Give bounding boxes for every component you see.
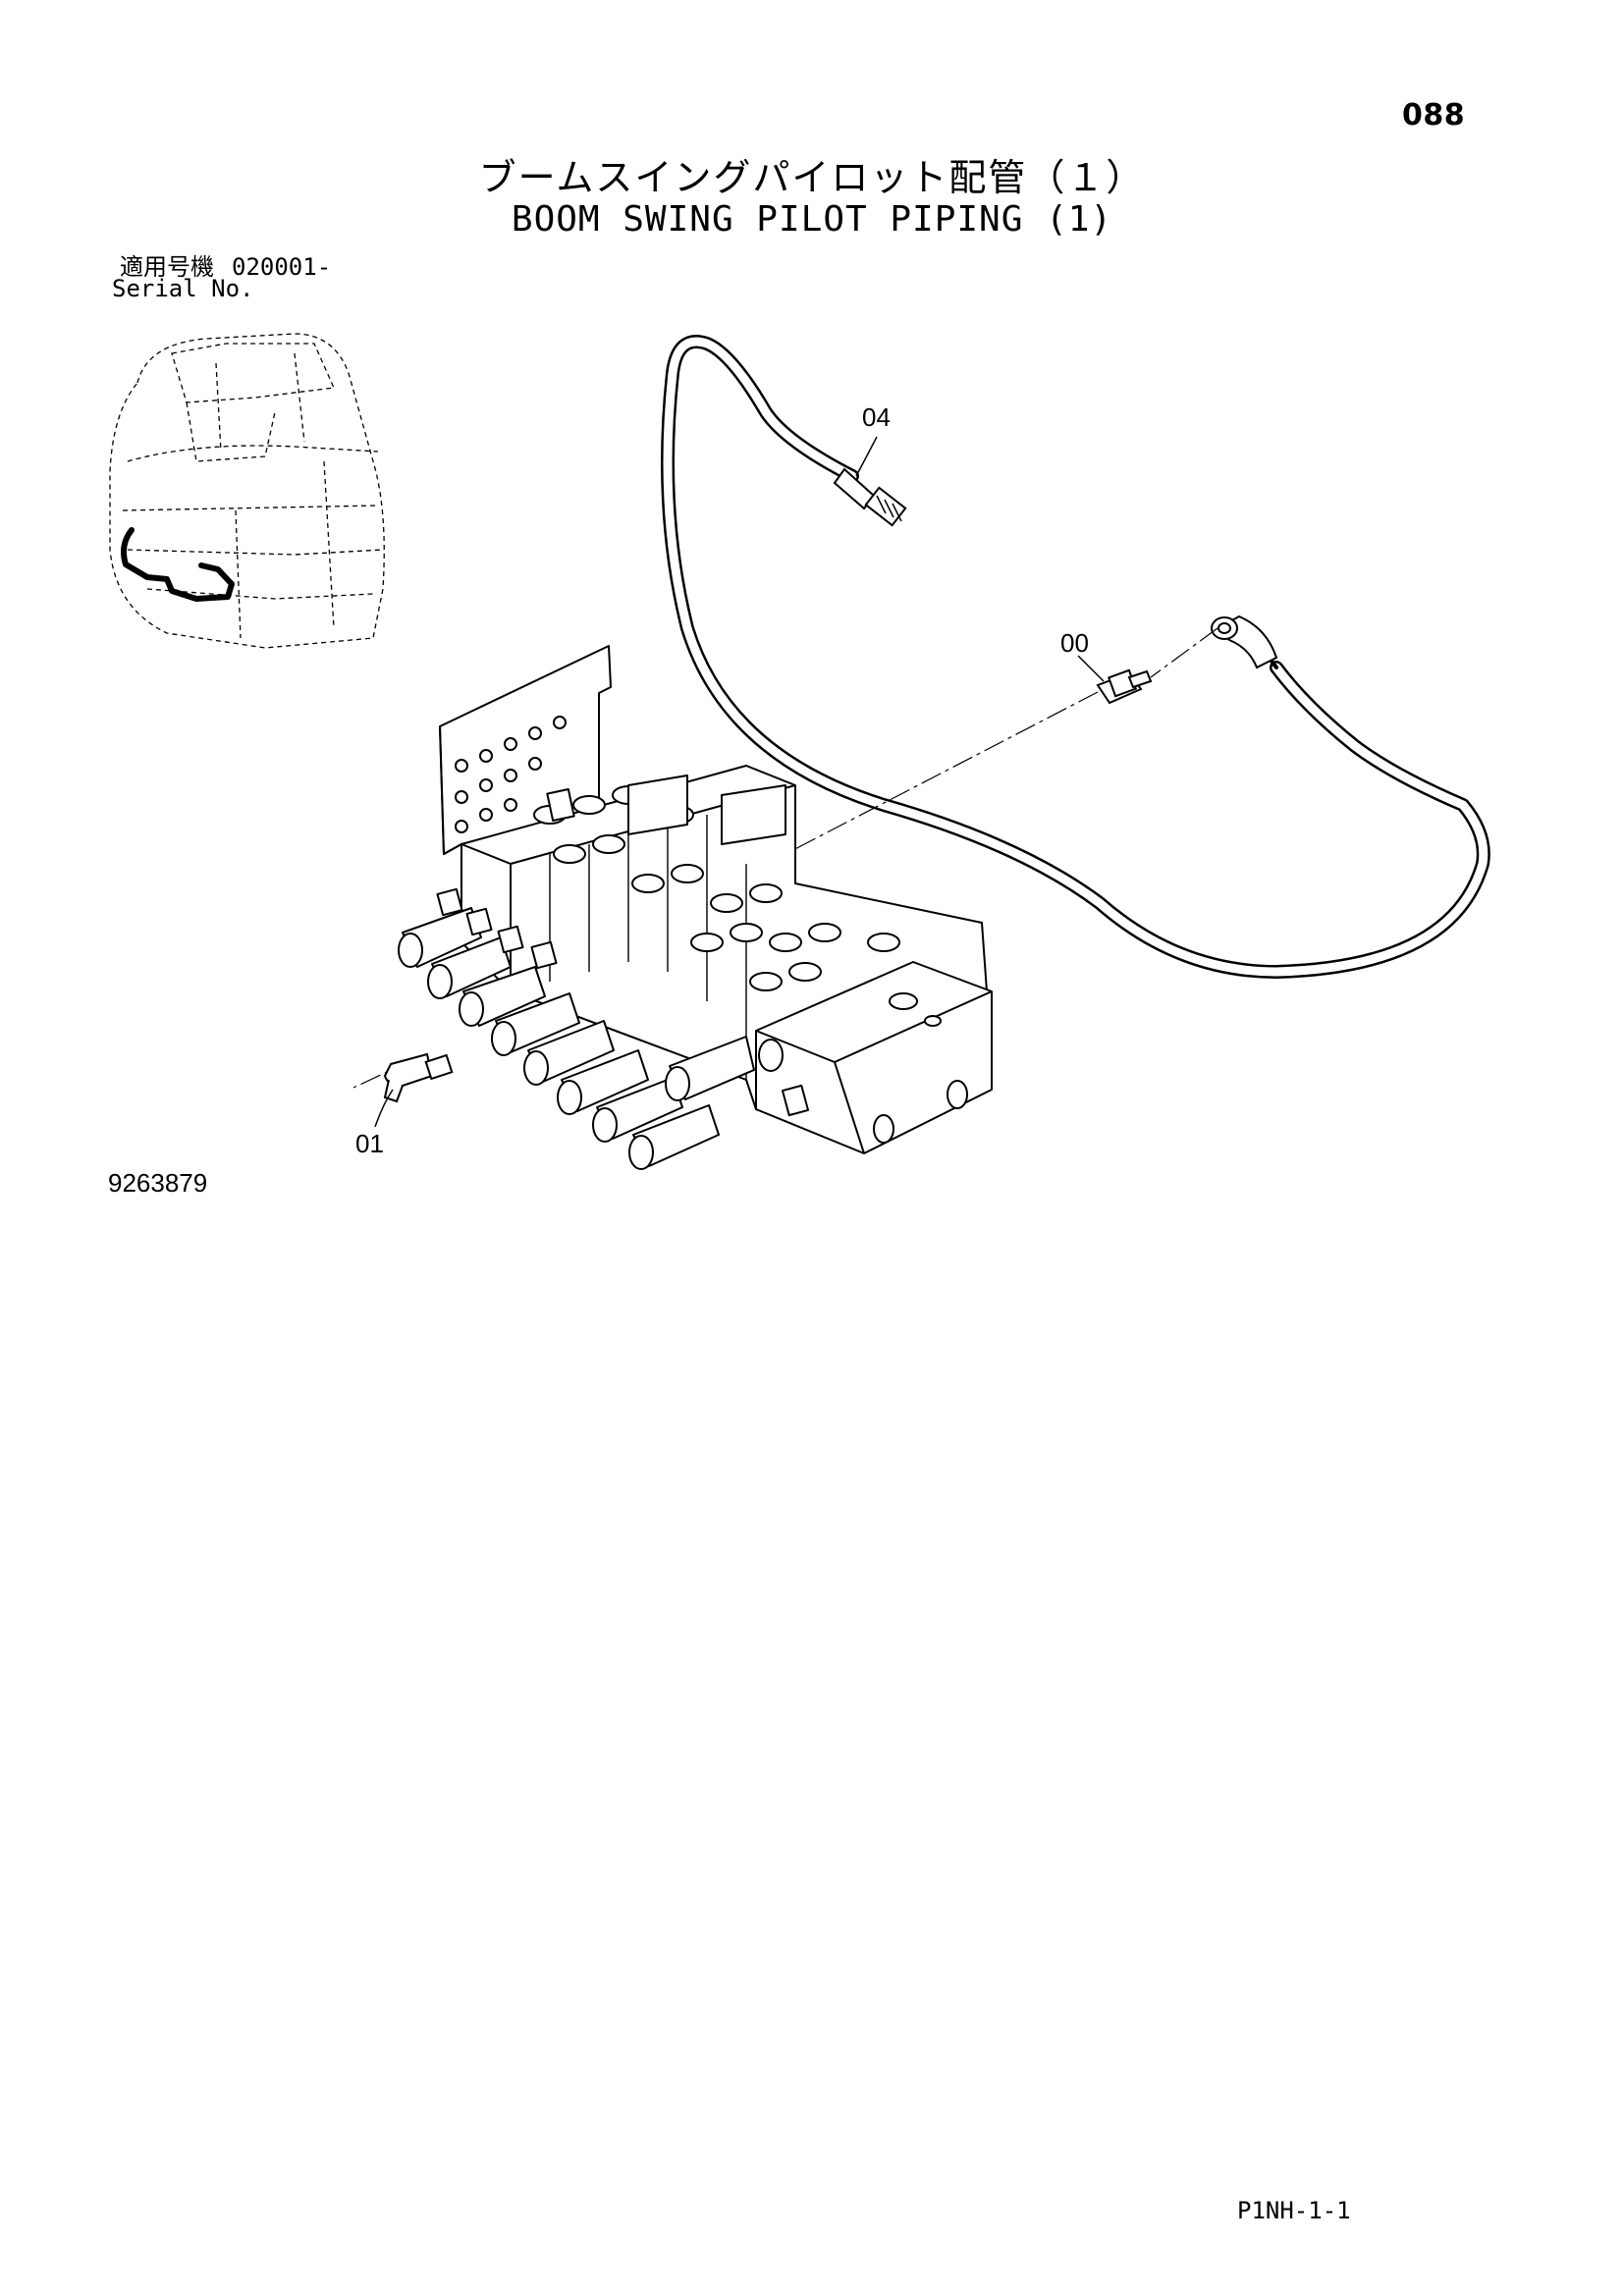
page-title-japanese: ブームスイングパイロット配管（１） [478, 156, 1146, 199]
machine-location-thumbnail [109, 333, 385, 649]
serial-label-japanese: 適用号機 020001- [120, 247, 331, 282]
callout-01: 01 [355, 1129, 384, 1158]
serial-label-english: Serial No. [112, 275, 254, 302]
highlighted-pipe-location [121, 527, 235, 602]
hose-elbow-fitting [1211, 614, 1278, 669]
serial-label-jp-text: 適用号機 [120, 253, 214, 281]
elbow-fitting-01 [383, 1052, 454, 1103]
page-title-english: BOOM SWING PILOT PIPING (1) [511, 199, 1113, 240]
control-valve-assembly [398, 645, 993, 1170]
callout-leaders [374, 436, 1105, 1128]
callout-04: 04 [862, 402, 891, 432]
page-number: 088 [1402, 98, 1466, 133]
callout-00: 00 [1060, 628, 1089, 658]
page-code: P1NH-1-1 [1237, 2197, 1351, 2224]
drawing-number: 9263879 [108, 1168, 208, 1198]
adapter-00 [1096, 668, 1153, 705]
hose-end-fitting-04 [833, 467, 907, 527]
serial-range: 020001- [232, 253, 332, 281]
